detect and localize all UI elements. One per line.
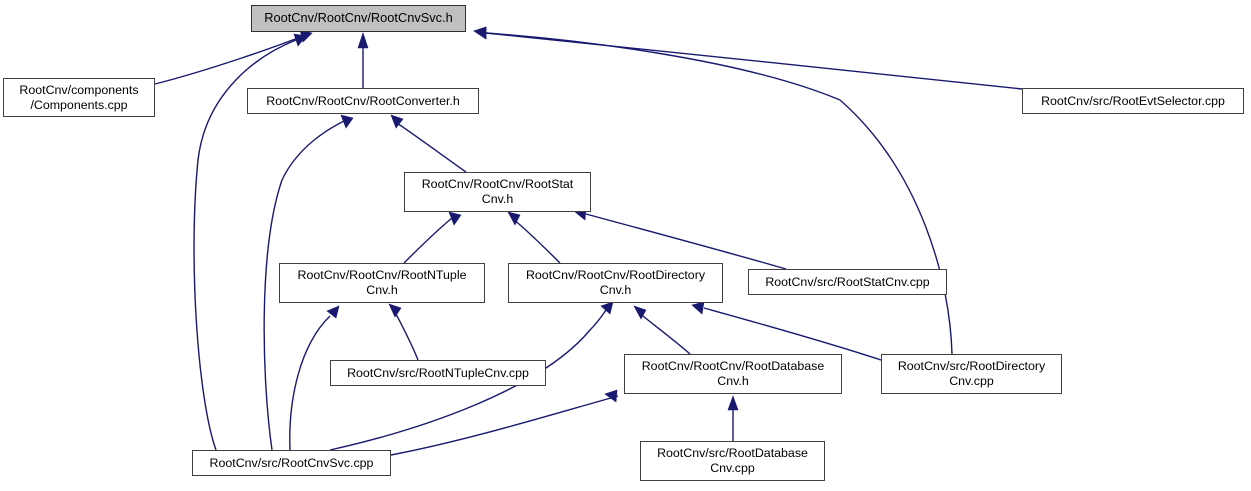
node-label: RootCnv/components/Components.cpp	[19, 82, 139, 112]
node-rootstatcnv-cpp[interactable]: RootCnv/src/RootStatCnv.cpp	[748, 269, 947, 295]
node-rootcnvsvc-cpp[interactable]: RootCnv/src/RootCnvSvc.cpp	[192, 450, 391, 476]
edge-rootntuplecnv-to-rootstatcnv	[403, 211, 462, 264]
node-rootntuplecnv-cpp[interactable]: RootCnv/src/RootNTupleCnv.cpp	[330, 360, 546, 386]
edge-rootcnvsvccpp-to-rootdirectorycnvh	[329, 301, 614, 451]
node-components-cpp[interactable]: RootCnv/components/Components.cpp	[3, 78, 155, 117]
edge-rootdatabasecnv-to-rootdirectorycnv	[633, 305, 691, 355]
edge-rootconverter-to-rootcnvsvc	[357, 32, 369, 88]
edge-rootdatabasecnvcpp-to-rootdatabasecnvh	[727, 395, 739, 441]
edge-rootntuplecnvcpp-to-rootntuplecnvh	[388, 303, 419, 361]
node-label: RootCnv/src/RootCnvSvc.cpp	[209, 455, 374, 470]
edge-rootevtselector-to-rootcnvsvc	[473, 26, 1023, 90]
edge-rootcnvsvccpp-to-rootconverter	[263, 114, 354, 451]
edge-rootdirectorycnvcpp-to-rootdirectorycnvh	[691, 301, 882, 361]
edge-components-to-rootcnvsvc	[154, 29, 313, 85]
node-rootconverter-h[interactable]: RootCnv/RootCnv/RootConverter.h	[247, 88, 479, 114]
node-rootevtselector-cpp[interactable]: RootCnv/src/RootEvtSelector.cpp	[1022, 88, 1244, 114]
edge-rootdirectorycnv-to-rootstatcnv	[507, 211, 561, 264]
edge-rootstatcnv-to-rootconverter	[390, 114, 467, 173]
node-label: RootCnv/src/RootStatCnv.cpp	[765, 274, 930, 289]
edge-rootcnvsvccpp-to-rootcnvsvch	[193, 33, 307, 451]
node-label: RootCnv/RootCnv/RootConverter.h	[266, 93, 460, 108]
node-rootcnvsvc-h[interactable]: RootCnv/RootCnv/RootCnvSvc.h	[251, 5, 466, 32]
node-label: RootCnv/src/RootNTupleCnv.cpp	[347, 365, 529, 380]
node-label: RootCnv/src/RootEvtSelector.cpp	[1041, 93, 1225, 108]
edge-rootcnvsvccpp-to-rootntuplecnvh	[289, 305, 340, 451]
edge-rootcnvsvccpp-to-rootdatabasecnvh	[390, 389, 619, 456]
node-label: RootCnv/RootCnv/RootCnvSvc.h	[264, 10, 453, 26]
edge-rootstatcnvcpp-to-rootstatcnvh	[573, 207, 787, 270]
